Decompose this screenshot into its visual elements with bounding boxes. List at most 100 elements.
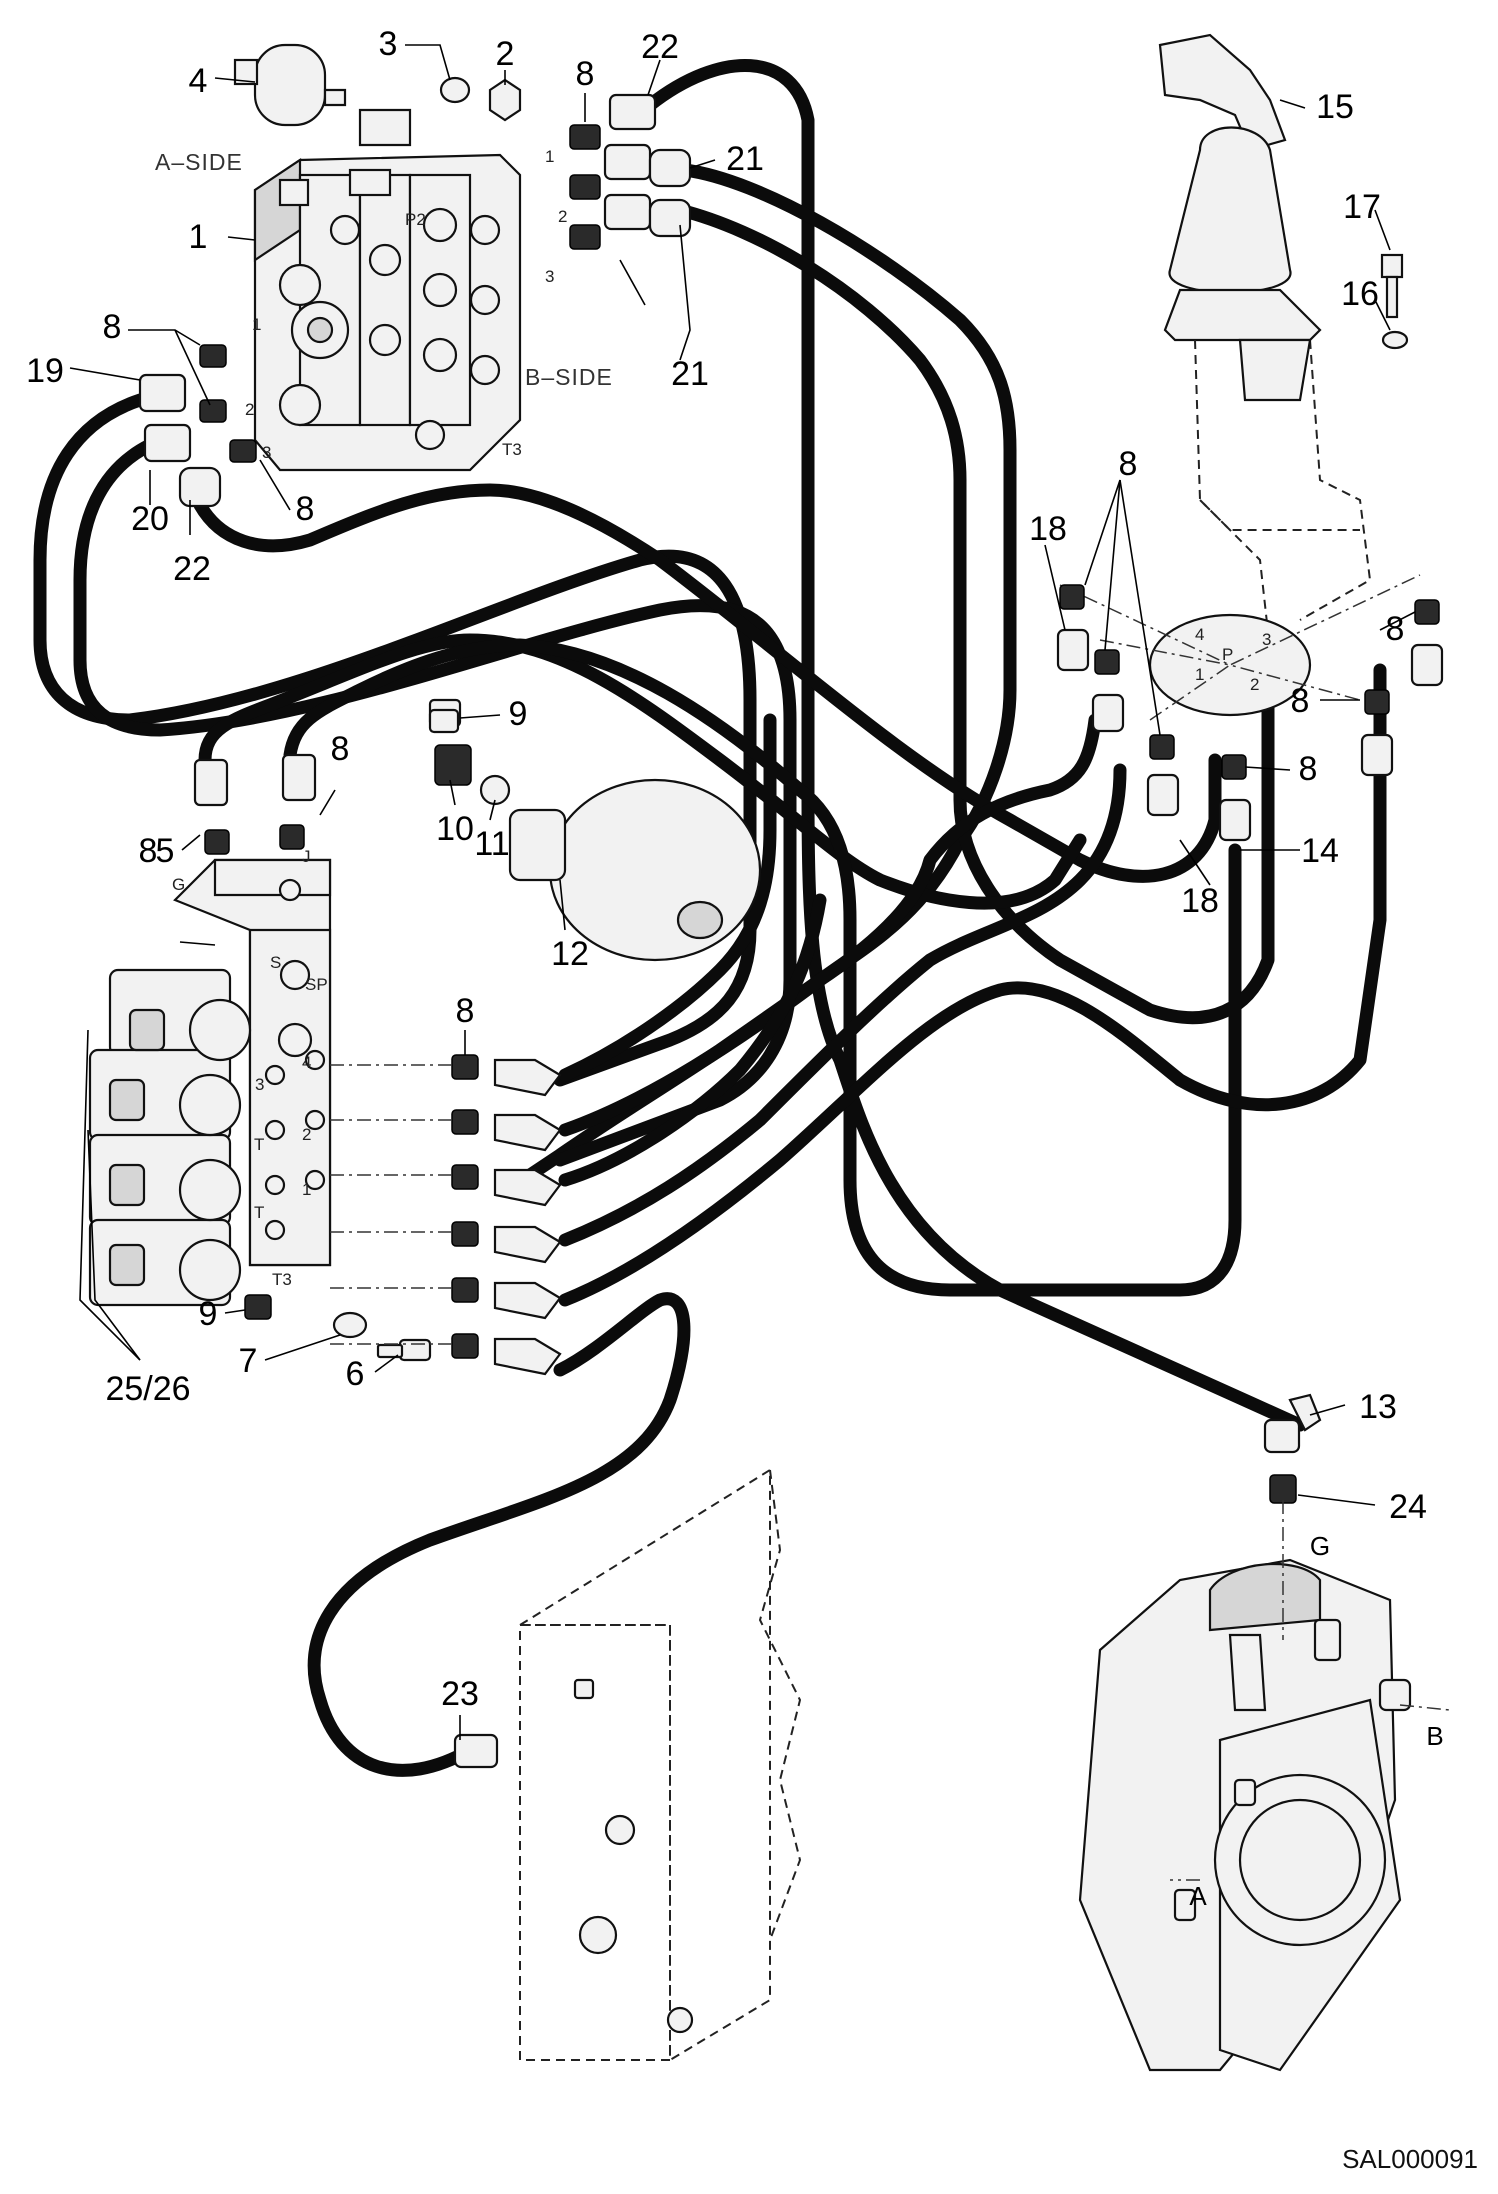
joystick-port-plate	[1059, 574, 1421, 721]
hose-port-1	[558, 713, 777, 1082]
callout-21-top: 21	[726, 140, 764, 178]
hose-port-5	[558, 893, 827, 1187]
port-g-pump: G	[1310, 1531, 1330, 1561]
callout-9-bottom: 9	[199, 1295, 218, 1333]
callout-22-bottom: 22	[173, 550, 211, 588]
port-t-valve5-upper: T	[254, 1135, 264, 1154]
a-side-label: A–SIDE	[155, 149, 243, 175]
hose-port-3	[558, 763, 1127, 1247]
callout-7: 7	[239, 1342, 258, 1380]
port-3-valve1-top: 3	[545, 267, 554, 286]
valve-5-fittings	[330, 1054, 562, 1376]
callout-18-bottom: 18	[1181, 882, 1219, 920]
callout-16: 16	[1341, 275, 1379, 313]
washer-3-nut-2	[439, 76, 522, 122]
bolt-17-washer-16	[1380, 253, 1409, 350]
port-3-valve5: 3	[255, 1075, 264, 1094]
port-t-valve5-lower: T	[254, 1203, 264, 1222]
callout-8-right: 8	[1386, 610, 1405, 648]
port-p-plate: P	[1222, 645, 1233, 664]
port-sp-valve5: SP	[305, 975, 328, 994]
callout-19: 19	[26, 352, 64, 390]
callout-13: 13	[1359, 1388, 1397, 1426]
plug-9-top	[428, 708, 460, 734]
port-2-valve1-top: 2	[558, 207, 567, 226]
hose-23	[307, 1292, 691, 1777]
callout-8-valve5-ports: 8	[456, 992, 475, 1030]
callout-8-valve5-right: 8	[331, 730, 350, 768]
joystick-15	[1158, 33, 1372, 651]
side-labels: A–SIDE B–SIDE	[155, 149, 613, 390]
port-1-valve1-left: 1	[252, 315, 261, 334]
port-b-pump: B	[1426, 1721, 1443, 1751]
callout-8-valve5-left: 8	[139, 832, 158, 870]
port-g-valve5: G	[172, 875, 185, 894]
rubber-mount-4	[233, 43, 412, 147]
port-t3-valve5: T3	[272, 1270, 292, 1289]
hydraulic-tank-outline	[453, 1468, 802, 2062]
callout-8-mid-a: 8	[1291, 682, 1310, 720]
callout-1: 1	[189, 218, 208, 256]
callout-9-top: 9	[509, 695, 528, 733]
port-j-valve5: J	[302, 847, 311, 866]
port-2-valve1-left: 2	[245, 400, 254, 419]
port-4-plate: 4	[1195, 625, 1204, 644]
port-p2: P2	[405, 210, 426, 229]
hose-21-lower	[673, 203, 1275, 1025]
callout-20: 20	[131, 500, 169, 538]
callout-14: 14	[1301, 832, 1339, 870]
port-t3-valve1: T3	[502, 440, 522, 459]
port-4-valve5: 4	[302, 1053, 311, 1072]
callout-24: 24	[1389, 1488, 1427, 1526]
b-side-label: B–SIDE	[525, 364, 613, 390]
hose-loop-b	[283, 638, 1242, 1297]
valve-1-fittings	[138, 93, 692, 508]
port-1-valve5: 1	[302, 1180, 311, 1199]
port-1-plate: 1	[1195, 665, 1204, 684]
callout-12: 12	[551, 935, 589, 973]
port-3-plate: 3	[1262, 630, 1271, 649]
hose-22-top	[643, 59, 1307, 1432]
hose-port-2	[558, 713, 1102, 1137]
callout-4: 4	[189, 62, 208, 100]
callout-25-26: 25/26	[105, 1370, 190, 1408]
callout-8-mid-b: 8	[1299, 750, 1318, 788]
callout-17: 17	[1343, 188, 1381, 226]
port-2-valve5: 2	[302, 1125, 311, 1144]
callout-11: 11	[474, 825, 509, 863]
solenoid-valve-block-5	[88, 753, 332, 1307]
callout-22-top: 22	[641, 28, 679, 66]
port-3-valve1-left: 3	[262, 443, 271, 462]
hose-group	[33, 59, 1387, 1777]
hose-22-lower	[193, 483, 1222, 883]
callout-10: 10	[436, 810, 474, 848]
accumulator-12	[428, 698, 762, 962]
port-2-plate: 2	[1250, 675, 1259, 694]
callout-2: 2	[496, 35, 515, 73]
callout-8-top: 8	[576, 55, 595, 93]
callout-3: 3	[379, 25, 398, 63]
joystick-fittings	[1056, 584, 1444, 842]
callout-23: 23	[441, 1675, 479, 1713]
hydraulic-pump	[1078, 1393, 1451, 2072]
callout-5: 5	[156, 832, 175, 870]
callout-21-bottom: 21	[671, 355, 709, 393]
callout-6: 6	[346, 1355, 365, 1393]
hose-port-4	[558, 663, 1387, 1307]
callout-18-top: 18	[1029, 510, 1067, 548]
plug-9-bottom	[244, 1294, 272, 1320]
port-s-valve5: S	[270, 953, 281, 972]
port-a-pump: A	[1189, 1881, 1207, 1911]
drawing-code: SAL000091	[1342, 2144, 1478, 2174]
hose-20	[73, 438, 797, 1167]
port-marks: P2 T3 1 2 3 1 2 3 G J S SP 4 3 T 2 1 T T…	[172, 147, 1444, 1911]
port-1-valve1-top: 1	[545, 147, 554, 166]
callout-8-left: 8	[103, 308, 122, 346]
leader-lines	[69, 44, 1416, 1740]
callout-15: 15	[1316, 88, 1354, 126]
pilot-valve-block-1	[253, 153, 522, 472]
washer-7-bolt-6	[332, 1311, 432, 1362]
callout-8-joystick: 8	[1119, 445, 1138, 483]
callout-8-valve1: 8	[296, 490, 315, 528]
